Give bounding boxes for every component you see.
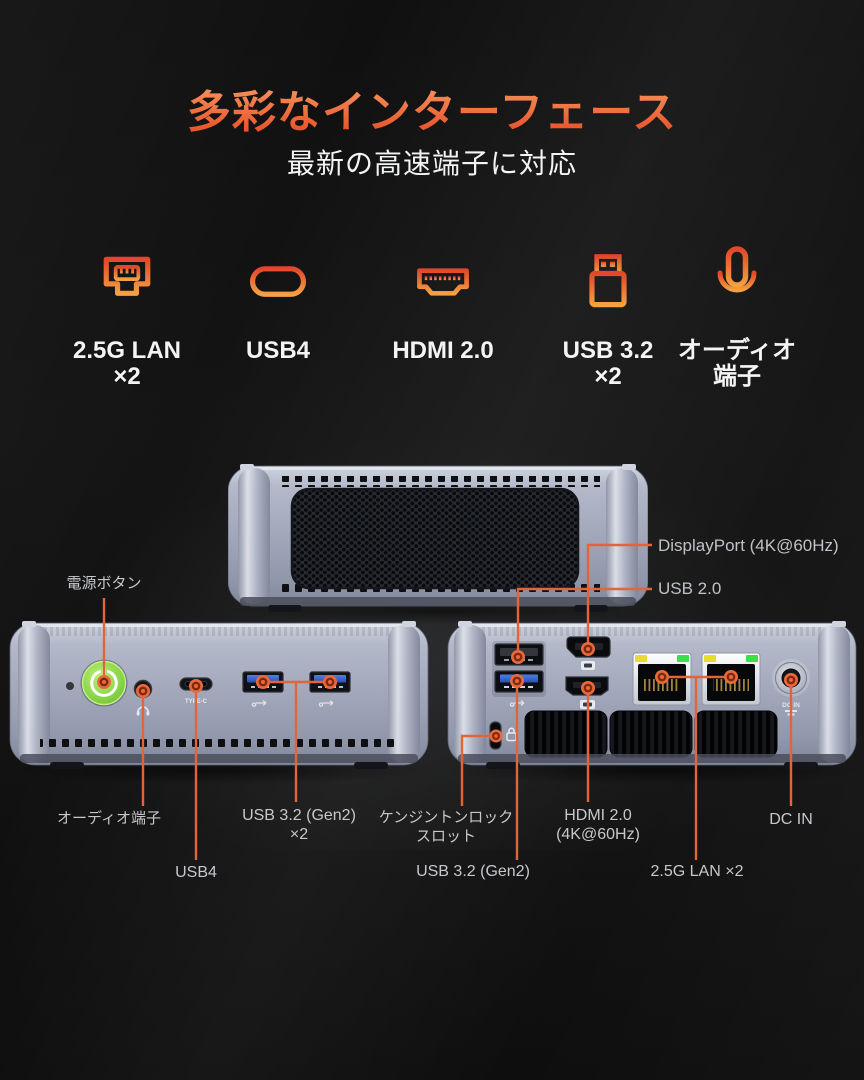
page-subtitle: 最新の高速端子に対応 (286, 148, 577, 179)
feature-label: 2.5G LAN ×2 (72, 337, 182, 390)
microphone-icon (717, 246, 757, 306)
callout-label-audio-jack: オーディオ端子 (57, 810, 161, 827)
feature-label: USB4 (245, 337, 311, 364)
feature-item-audio: オーディオ 端子 (662, 242, 812, 390)
feature-item-usb32: USB 3.2 ×2 (533, 242, 683, 390)
callout-label-usb4: USB4 (175, 864, 217, 881)
callout-label-dcin: DC IN (769, 811, 813, 828)
feature-item-hdmi: HDMI 2.0 (368, 242, 518, 364)
callout-label-usb32-front: USB 3.2 (Gen2) ×2 (242, 807, 356, 843)
feature-label: オーディオ 端子 (677, 337, 797, 390)
lan-led-green (746, 655, 758, 662)
usb-a-icon (589, 254, 627, 308)
vent-grille (609, 710, 693, 758)
lan-led-yellow (635, 655, 647, 662)
mini-pc-rear-view-image: DC IN (447, 621, 857, 769)
ethernet-port-icon (103, 256, 151, 296)
hdmi-port-icon (417, 268, 469, 296)
usb-speed-marking (509, 700, 525, 707)
callout-label-lan: 2.5G LAN ×2 (650, 863, 744, 880)
callout-label-displayport: DisplayPort (4K@60Hz) (658, 536, 839, 555)
callout-label-kensington: ケンジントンロック スロット (378, 809, 514, 845)
feature-label: USB 3.2 ×2 (562, 337, 654, 390)
vent-grille (694, 710, 778, 758)
dp-badge (581, 661, 595, 670)
vent-grille (524, 710, 608, 758)
feature-item-usb4: USB4 (203, 242, 353, 364)
page-title: 多彩なインターフェース (0, 76, 864, 140)
feature-item-lan: 2.5G LAN ×2 (52, 242, 202, 390)
lan-led-green (677, 655, 689, 662)
lan-led-yellow (704, 655, 716, 662)
callout-label-usb32-rear: USB 3.2 (Gen2) (416, 863, 530, 880)
type-c-marking: TYPE-C (185, 699, 208, 705)
callout-label-power-button: 電源ボタン (66, 575, 142, 592)
dc-in-marking: DC IN (782, 702, 800, 709)
hdmi-badge (580, 700, 595, 709)
mini-pc-front-view-image: TYPE-C (9, 621, 429, 769)
power-button (80, 659, 128, 707)
status-led (66, 682, 74, 690)
callout-label-usb20: USB 2.0 (658, 579, 722, 598)
callout-label-hdmi: HDMI 2.0 (4K@60Hz) (556, 807, 640, 843)
usb-c-icon (249, 266, 307, 297)
feature-label: HDMI 2.0 (392, 337, 494, 364)
mini-pc-top-view-image (228, 464, 648, 612)
